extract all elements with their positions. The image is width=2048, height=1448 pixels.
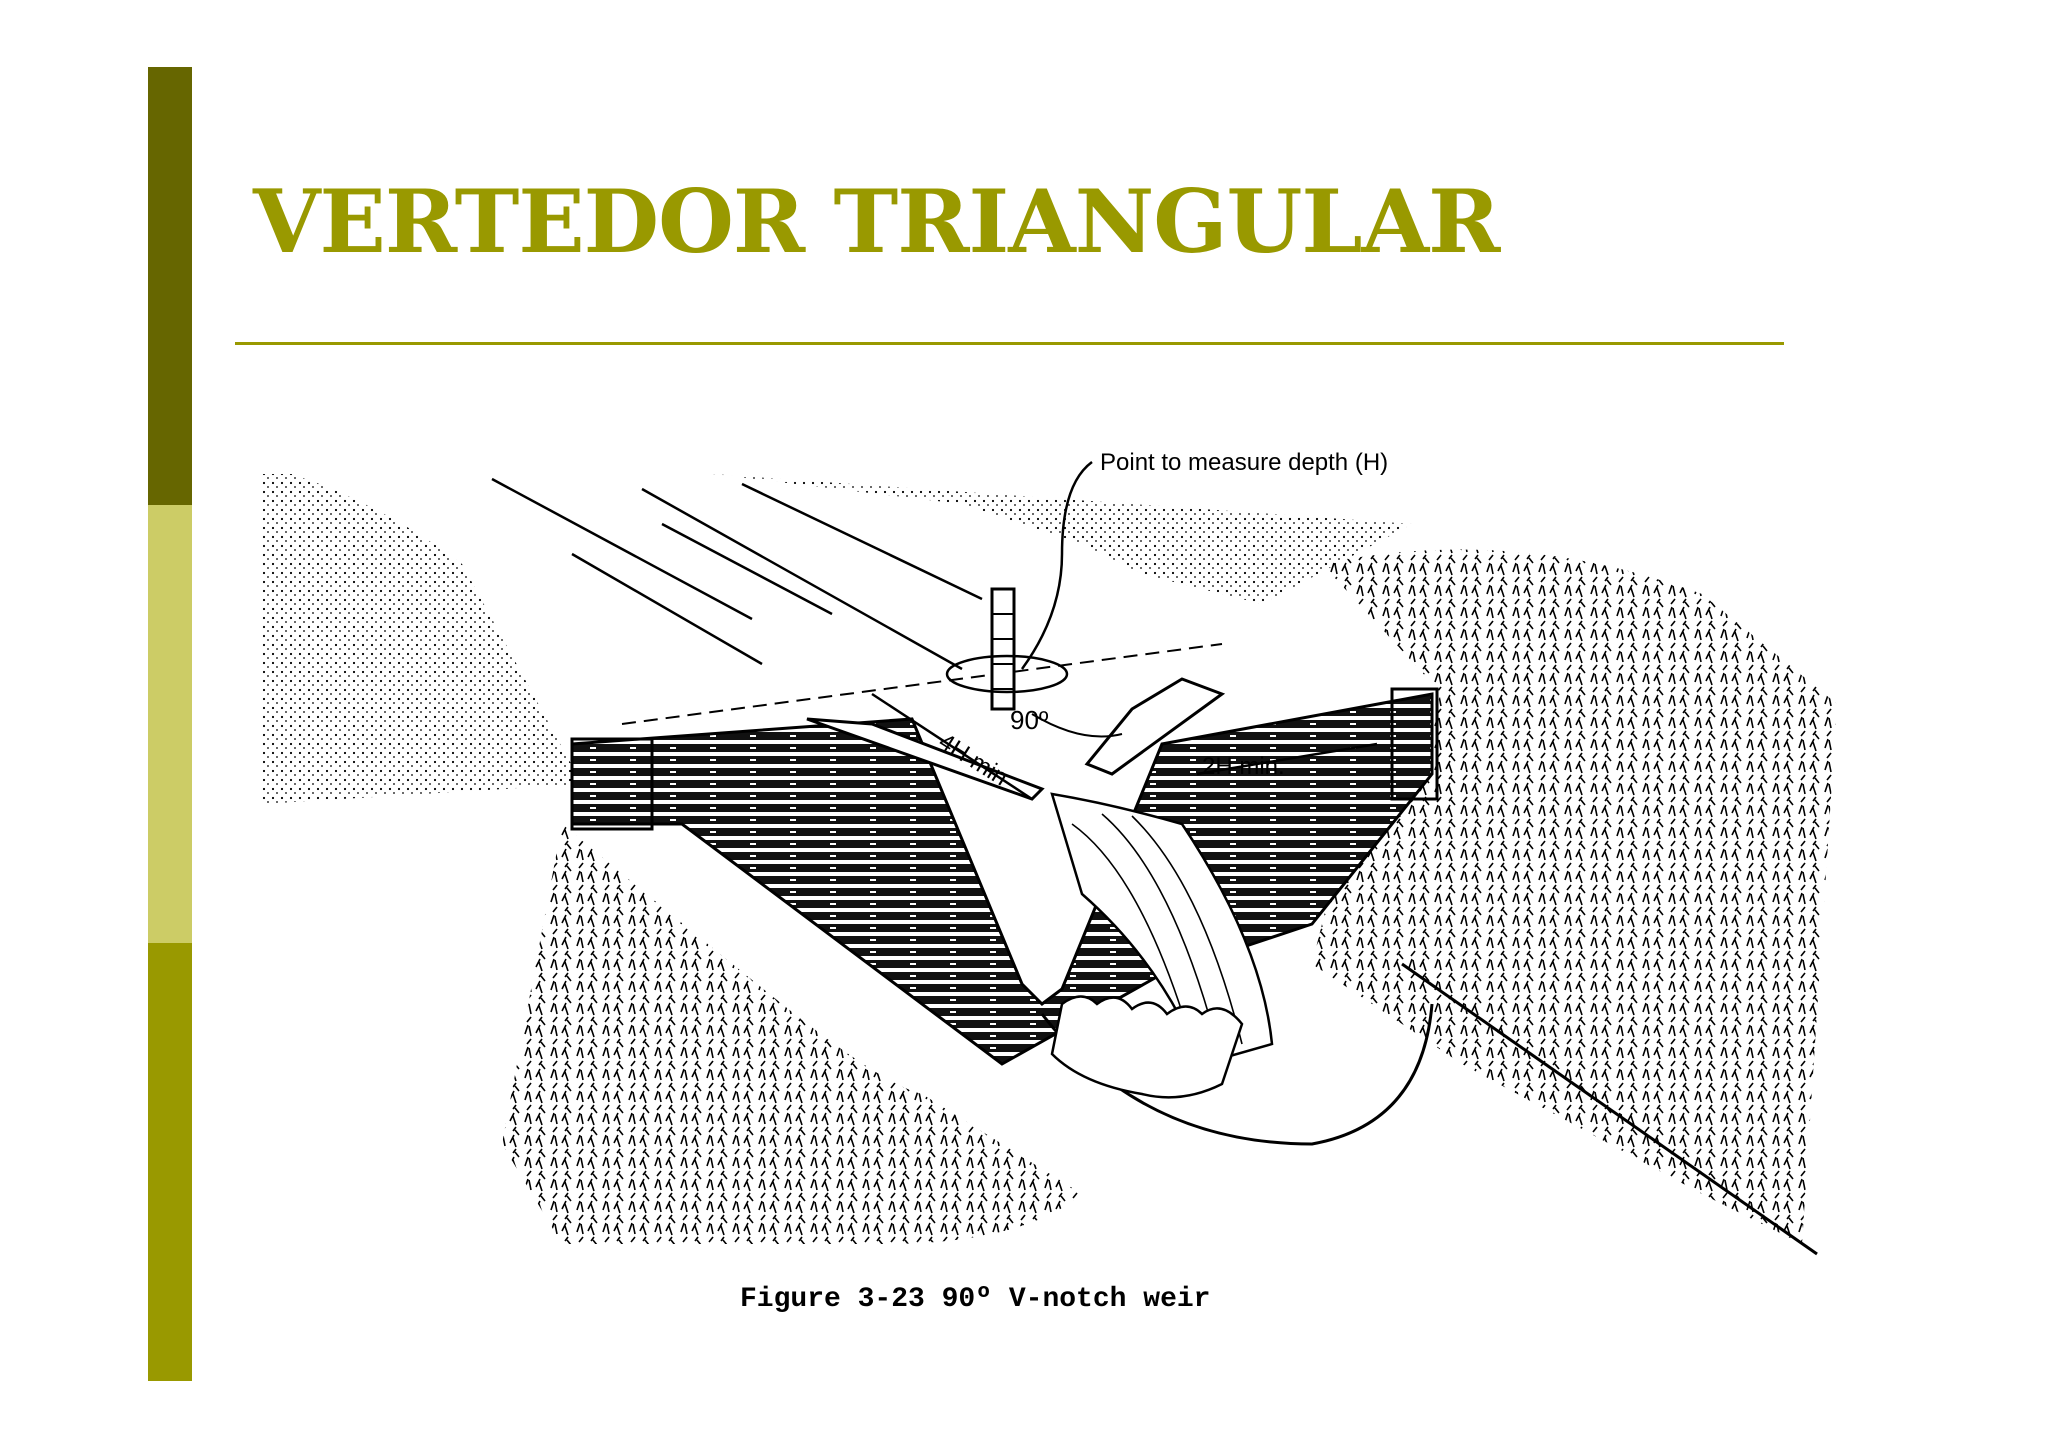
water-nappe [1050,792,1274,1066]
splash-foam [1050,995,1244,1099]
right-grass-bank [1312,549,1837,1244]
left-bank-speckle [262,474,582,804]
weir-left-post [570,737,654,831]
figure-caption: Figure 3-23 90º V-notch weir [740,1284,1210,1315]
angle-label: 90º [1010,705,1049,735]
channel-flow-lines [491,477,983,671]
left-grass-bank [502,824,1082,1244]
dimension-line-4h [871,692,1033,801]
weir-illustration: Point to measure depth (H) 90º 4H min 2H… [262,449,1837,1315]
slide-title: VERTEDOR TRIANGULAR [253,170,1500,273]
weir-plate [570,692,1434,1066]
notch-left-edge [806,717,1045,801]
weir-figure: Point to measure depth (H) 90º 4H min 2H… [262,444,1837,1329]
measure-point-leader [1020,460,1093,670]
sidebar-segment-bottom [148,943,192,1381]
side-distance-label: 2H min. [1202,753,1285,780]
sidebar-segment-middle [148,505,192,943]
staff-gauge [990,587,1016,711]
downstream-edge [1401,962,1818,1256]
measure-point-ripple [945,654,1069,694]
sidebar-accent-bar [148,67,192,1381]
dimension-line-2h [1196,742,1378,776]
notch-right-edge [1084,677,1226,776]
weir-right-post [1390,687,1439,801]
upper-bank-speckle [712,474,1412,604]
title-underline [235,342,1784,345]
sidebar-segment-top [148,67,192,505]
measure-depth-label: Point to measure depth (H) [1100,449,1388,476]
angle-arc [1031,713,1123,738]
water-level-line [621,643,1223,725]
